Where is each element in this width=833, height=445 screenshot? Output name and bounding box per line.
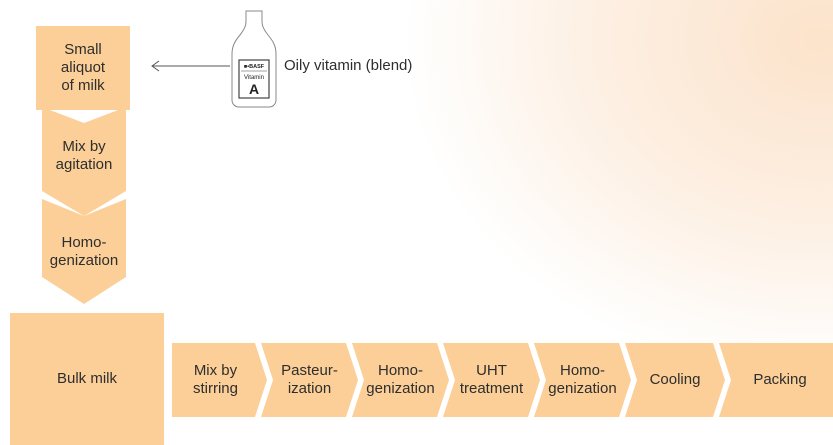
oily-vitamin-label: Oily vitamin (blend) bbox=[284, 57, 413, 74]
mix-by-agitation-step: Mix by agitation bbox=[42, 107, 126, 216]
process-step-pasteurization: Pasteur- ization bbox=[261, 343, 358, 417]
homogenization-vertical-label: Homo- genization bbox=[49, 233, 119, 269]
process-step-packing: Packing bbox=[719, 343, 833, 417]
mix-by-agitation-label: Mix by agitation bbox=[55, 137, 113, 173]
process-step-label: Pasteur- ization bbox=[281, 362, 338, 397]
process-step-label: Cooling bbox=[649, 371, 701, 388]
process-step-label: UHT treatment bbox=[459, 362, 524, 397]
process-step-label: Packing bbox=[753, 371, 807, 388]
process-step-label: Homo- genization bbox=[548, 362, 617, 397]
small-aliquot-label: Small aliquot of milk bbox=[60, 41, 106, 94]
vitamin-bottle-icon: ■•BASF Vitamin A bbox=[231, 10, 277, 108]
small-aliquot-box: Small aliquot of milk bbox=[36, 26, 130, 110]
bottle-brand-text: ■•BASF bbox=[244, 64, 265, 70]
bulk-milk-box: Bulk milk bbox=[10, 313, 164, 445]
process-step-cooling: Cooling bbox=[625, 343, 725, 417]
process-step-label: Homo- genization bbox=[366, 362, 435, 397]
process-step-label: Mix by stirring bbox=[192, 362, 238, 397]
process-step-homogenization-1: Homo- genization bbox=[352, 343, 449, 417]
process-step-mix-by-stirring: Mix by stirring bbox=[172, 343, 267, 417]
bulk-milk-label: Bulk milk bbox=[56, 370, 117, 387]
bottle-vitamin-text: Vitamin bbox=[244, 75, 264, 81]
process-step-homogenization-2: Homo- genization bbox=[534, 343, 631, 417]
process-step-uht-treatment: UHT treatment bbox=[443, 343, 540, 417]
bottle-letter-text: A bbox=[249, 81, 259, 97]
left-arrow-icon bbox=[151, 60, 230, 72]
